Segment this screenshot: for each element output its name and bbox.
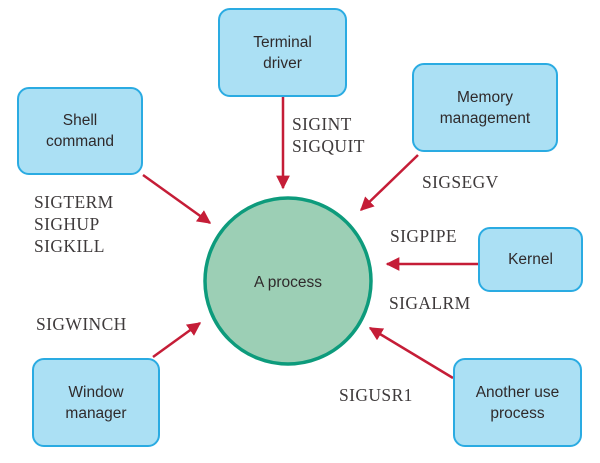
process-label: A process — [253, 274, 323, 291]
signal-sigpipe: SIGPIPE — [390, 226, 457, 246]
signal-sigwinch: SIGWINCH — [36, 314, 127, 334]
node-memory-management-label-line2: management — [439, 109, 531, 127]
node-another-use-process-label-line2: process — [490, 404, 545, 422]
signals-window-manager: SIGWINCH — [36, 313, 127, 335]
node-another-use-process-label-line1: Another use — [475, 383, 560, 401]
signal-sigkill: SIGKILL — [34, 236, 105, 256]
node-terminal-driver-label-line1: Terminal — [253, 33, 312, 51]
node-memory-management-label-line1: Memory — [457, 88, 513, 106]
node-terminal-driver: Terminal driver — [218, 8, 347, 97]
signals-kernel-sigpipe: SIGPIPE — [390, 225, 457, 247]
signal-sigsegv: SIGSEGV — [422, 172, 499, 192]
node-shell-command-label-line1: Shell — [62, 112, 98, 129]
node-shell-command-label-line2: command — [45, 133, 115, 150]
node-another-use-process: Another use process — [453, 358, 582, 447]
signal-sigint: SIGINT — [292, 114, 352, 134]
node-memory-management: Memory management — [412, 63, 558, 152]
signal-sigterm: SIGTERM — [34, 192, 114, 212]
arrow-another-use-process-to-process — [368, 326, 454, 380]
signals-shell-command: SIGTERM SIGHUP SIGKILL — [34, 191, 114, 257]
node-terminal-driver-label-line2: driver — [263, 54, 302, 72]
signal-sigusr1: SIGUSR1 — [339, 385, 413, 405]
signals-another-use-process: SIGUSR1 — [339, 384, 413, 406]
signals-memory-management: SIGSEGV — [422, 171, 499, 193]
signal-sigalrm: SIGALRM — [389, 293, 471, 313]
process-circle — [203, 196, 373, 366]
arrow-shell-command-to-process — [142, 173, 212, 225]
node-window-manager-label-line2: manager — [65, 404, 127, 422]
node-shell-command: Shell command — [17, 87, 143, 175]
signal-sighup: SIGHUP — [34, 214, 100, 234]
node-kernel: Kernel — [478, 227, 583, 292]
signals-kernel-sigalrm: SIGALRM — [389, 292, 471, 314]
node-kernel-label: Kernel — [508, 251, 553, 268]
signals-terminal-driver: SIGINT SIGQUIT — [292, 113, 365, 157]
node-window-manager: Window manager — [32, 358, 160, 447]
signal-sigquit: SIGQUIT — [292, 136, 365, 156]
arrow-window-manager-to-process — [152, 321, 202, 359]
arrow-memory-management-to-process — [360, 154, 419, 211]
node-window-manager-label-line1: Window — [68, 383, 124, 401]
